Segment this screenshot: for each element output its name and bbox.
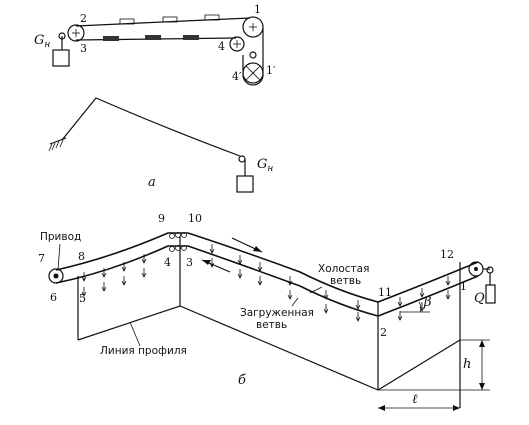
node-6-b: 6 [50,291,57,304]
chain-link [162,16,178,23]
idle-branch-label-2: ветвь [330,275,361,287]
drive-pulley [48,268,64,284]
node-3-a: 3 [80,42,87,55]
node-4-a: 4 [218,40,225,53]
load-arrows [81,244,451,322]
idle-branch-label: Холостая [318,263,369,275]
idle-branch [55,232,479,303]
profile-leader [129,321,141,347]
ground-support [49,137,67,145]
node-1p-a: 1′ [266,64,276,77]
pulley-4 [229,36,245,52]
chain-link [119,18,135,25]
node-5-b: 5 [79,292,86,305]
loaded-branch-label: Загруженная [240,307,314,319]
loaded-branch-label-2: ветвь [256,319,287,331]
diagram-b: Q β [38,212,496,411]
tension-weight-sag [236,175,254,193]
pulley-1p [242,62,264,84]
chain-link-loaded [145,35,161,40]
load-label-a: Gн [34,33,50,50]
pulley-4p [249,51,257,59]
pulley-1 [242,16,264,38]
caption-a: а [148,175,156,190]
cable-sag [61,97,241,157]
beta-label: β [423,295,432,310]
node-11-b: 11 [378,286,392,299]
chain-link-loaded [103,36,119,41]
node-4-b: 4 [164,256,171,269]
profile-line-label: Линия профиля [100,345,187,357]
pulley-2-3 [67,24,85,42]
sag-sheave [238,155,246,163]
node-1-a: 1 [254,3,261,16]
load-Q: Q [474,291,485,306]
node-8-b: 8 [78,250,85,263]
tail-sheave [486,266,494,274]
node-7-b: 7 [38,252,45,265]
caption-b: б [238,373,246,388]
profile-line [77,305,461,391]
chain-link [204,14,220,21]
node-1-b: 1 [460,280,467,293]
loaded-branch [55,245,479,317]
dim-l-label: ℓ [412,392,418,407]
node-9-b: 9 [158,212,165,225]
node-2-a: 2 [80,12,87,25]
node-2-b: 2 [380,326,387,339]
node-4p-a: 4′ [232,70,242,83]
load-label-sag: Gн [257,157,273,174]
node-3-b: 3 [186,256,193,269]
node-10-b: 10 [188,212,202,225]
tension-weight-a [52,49,70,67]
diagram-a: Gн 2 3 1 4 1′ 4′ Gн а [34,3,276,193]
dim-h-label: h [463,357,471,372]
chain-link-loaded [183,35,199,40]
tension-weight-b [485,284,496,304]
node-12-b: 12 [440,248,454,261]
drive-label: Привод [40,231,81,243]
